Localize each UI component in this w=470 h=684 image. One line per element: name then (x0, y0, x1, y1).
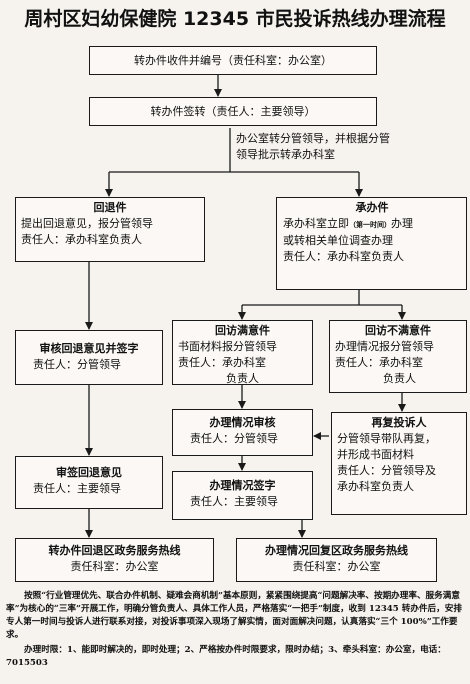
page-title: 周村区妇幼保健院 12345 市民投诉热线办理流程 (24, 8, 446, 30)
step-forward-line-1: 办公室转分管领导，并根据分管 (236, 132, 390, 145)
reply-hotline-line: 责任科室：办公室 (292, 560, 381, 573)
box-handle-review: 办理情况审核 责任人：分管领导 (172, 409, 313, 456)
handle-item-heading: 承办件 (355, 201, 389, 214)
step-receive-text: 转办件收件并编号（责任科室：办公室） (134, 54, 332, 67)
box-unsatisfied: 回访不满意件 办理情况报分管领导 责任人：承办科室 负责人 (329, 320, 467, 393)
handle-review-heading: 办理情况审核 (209, 416, 276, 429)
return-hotline-line: 责任科室：办公室 (70, 560, 159, 573)
box-return-item: 回退件 提出回退意见，报分管领导 责任人：承办科室负责人 (15, 197, 205, 262)
review-return-heading: 审核回退意见并签字 (39, 342, 139, 355)
step-forward-line-2: 领导批示转承办科室 (236, 148, 335, 161)
revisit-line-1: 分管领导带队再复， (337, 432, 436, 445)
handle-item-line-1: 承办科室立即（第一时间）办理 (283, 217, 413, 230)
satisfied-heading: 回访满意件 (215, 324, 270, 337)
box-review-return: 审核回退意见并签字 责任人：分管领导 (15, 330, 163, 385)
box-satisfied: 回访满意件 书面材料报分管领导 责任人：承办科室 负责人 (172, 320, 313, 385)
return-item-line-1: 提出回退意见，报分管领导 (21, 217, 153, 230)
unsatisfied-line-2: 责任人：承办科室 (335, 356, 423, 369)
unsatisfied-line-3: 负责人 (383, 372, 416, 385)
footer-time-limits: 办理时限：1、能即时解决的，即时处理；2、严格按办件时限要求，限时办结；3、牵头… (6, 645, 446, 668)
box-handle-item: 承办件 承办科室立即（第一时间）办理 或转相关单位调查办理 责任人：承办科室负责… (276, 197, 467, 290)
handle-review-line: 责任人：分管领导 (190, 432, 278, 445)
handle-item-line-2: 或转相关单位调查办理 (283, 234, 393, 247)
unsatisfied-heading: 回访不满意件 (365, 324, 431, 337)
revisit-heading: 再复投诉人 (371, 416, 427, 429)
box-return-hotline: 转办件回退区政务服务热线 责任科室：办公室 (15, 538, 214, 582)
revisit-line-2: 并形成书面材料 (337, 448, 414, 461)
revisit-line-3: 责任人：分管领导及 (337, 464, 436, 477)
unsatisfied-line-1: 办理情况报分管领导 (335, 340, 434, 353)
footer-notes: 按照“行业管理优先、联合办件机制、疑难会商机制”基本原则，紧紧围绕提高“问题解决… (6, 590, 464, 670)
step-forward: 办公室转分管领导，并根据分管 领导批示转承办科室 (236, 131, 390, 163)
box-revisit: 再复投诉人 分管领导带队再复， 并形成书面材料 责任人：分管领导及 承办科室负责… (331, 412, 467, 515)
handle-item-line-3: 责任人：承办科室负责人 (283, 250, 404, 263)
box-handle-sign: 办理情况签字 责任人：主要领导 (172, 471, 313, 520)
revisit-line-4: 承办科室负责人 (337, 480, 414, 493)
satisfied-line-3: 负责人 (226, 372, 259, 385)
cosign-return-line: 责任人：主要领导 (33, 482, 121, 495)
satisfied-line-2: 责任人：承办科室 (178, 356, 266, 369)
handle-item-small-note: （第一时间） (349, 220, 391, 229)
handle-sign-line: 责任人：主要领导 (190, 495, 278, 508)
step-sign: 转办件签转（责任人：主要领导） (89, 97, 377, 126)
box-cosign-return: 审签回退意见 责任人：主要领导 (15, 456, 163, 509)
return-hotline-heading: 转办件回退区政务服务热线 (48, 544, 181, 557)
review-return-line: 责任人：分管领导 (33, 358, 121, 371)
box-reply-hotline: 办理情况回复区政务服务热线 责任科室：办公室 (236, 538, 437, 582)
reply-hotline-heading: 办理情况回复区政务服务热线 (265, 544, 408, 557)
step-sign-text: 转办件签转（责任人：主要领导） (150, 105, 316, 118)
return-item-heading: 回退件 (93, 201, 127, 214)
return-item-line-2: 责任人：承办科室负责人 (21, 233, 142, 246)
handle-sign-heading: 办理情况签字 (209, 479, 276, 492)
cosign-return-heading: 审签回退意见 (56, 466, 122, 479)
footer-principles: 按照“行业管理优先、联合办件机制、疑难会商机制”基本原则，紧紧围绕提高“问题解决… (6, 591, 462, 640)
step-receive: 转办件收件并编号（责任科室：办公室） (89, 46, 377, 75)
satisfied-line-1: 书面材料报分管领导 (178, 340, 277, 353)
